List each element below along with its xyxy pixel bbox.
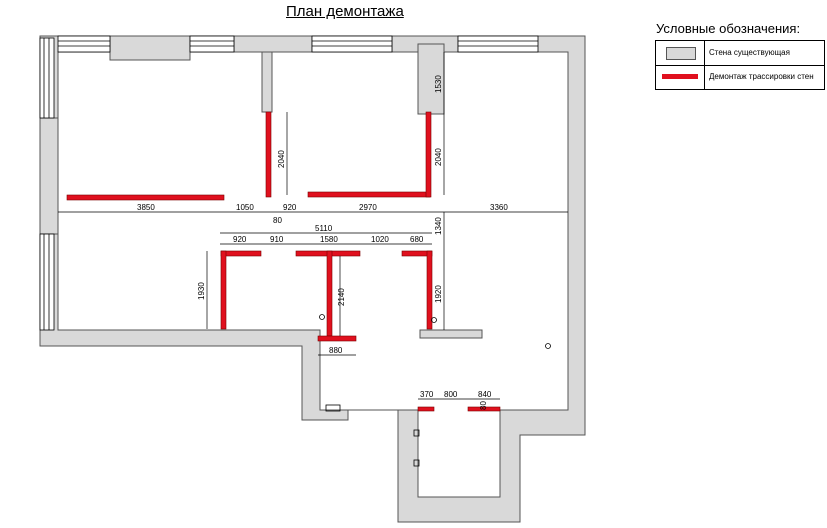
outlet-icon <box>319 314 325 320</box>
dim-1930: 1930 <box>197 282 206 300</box>
demolition-walls <box>66 111 501 412</box>
dim-910: 910 <box>270 235 284 244</box>
legend-title: Условные обозначения: <box>656 21 801 36</box>
dim-840: 840 <box>478 390 492 399</box>
dim-2140: 2140 <box>337 288 346 306</box>
demolition-swatch <box>662 74 698 79</box>
dim-3360: 3360 <box>490 203 508 212</box>
windows <box>39 35 539 331</box>
dimension-lines <box>58 52 568 400</box>
vent-icon <box>325 404 341 412</box>
dim-5110: 5110 <box>315 224 333 233</box>
legend-label-demolition: Демонтаж трассировки стен <box>709 72 814 81</box>
dim-920b: 920 <box>233 235 247 244</box>
dimension-labels: 3850 1050 920 2970 3360 80 5110 920 910 … <box>137 75 508 410</box>
dim-80a: 80 <box>273 216 282 225</box>
dim-800: 800 <box>444 390 458 399</box>
dim-920a: 920 <box>283 203 297 212</box>
vent-icon <box>413 429 420 437</box>
dim-1050: 1050 <box>236 203 254 212</box>
dim-80b: 80 <box>479 401 488 410</box>
existing-walls <box>39 35 586 523</box>
dim-370: 370 <box>420 390 434 399</box>
dim-1580: 1580 <box>320 235 338 244</box>
dim-880: 880 <box>329 346 343 355</box>
legend-label-existing-wall: Стена существующая <box>709 48 790 57</box>
legend-item-demolition: Демонтаж трассировки стен <box>656 65 824 89</box>
vent-icon <box>413 459 420 467</box>
dim-1020: 1020 <box>371 235 389 244</box>
plan-title: План демонтажа <box>286 3 404 20</box>
legend-item-existing-wall: Стена существующая <box>656 41 824 66</box>
dim-1340: 1340 <box>434 217 443 235</box>
dim-2040a: 2040 <box>277 150 286 168</box>
dim-3850: 3850 <box>137 203 155 212</box>
fixtures <box>319 314 551 467</box>
outlet-icon <box>545 343 551 349</box>
dim-1920: 1920 <box>434 285 443 303</box>
dim-2970: 2970 <box>359 203 377 212</box>
dim-1530: 1530 <box>434 75 443 93</box>
dim-680: 680 <box>410 235 424 244</box>
existing-wall-swatch <box>666 47 696 60</box>
dim-2040b: 2040 <box>434 148 443 166</box>
outlet-icon <box>431 317 437 323</box>
legend: Стена существующая Демонтаж трассировки … <box>655 40 825 90</box>
